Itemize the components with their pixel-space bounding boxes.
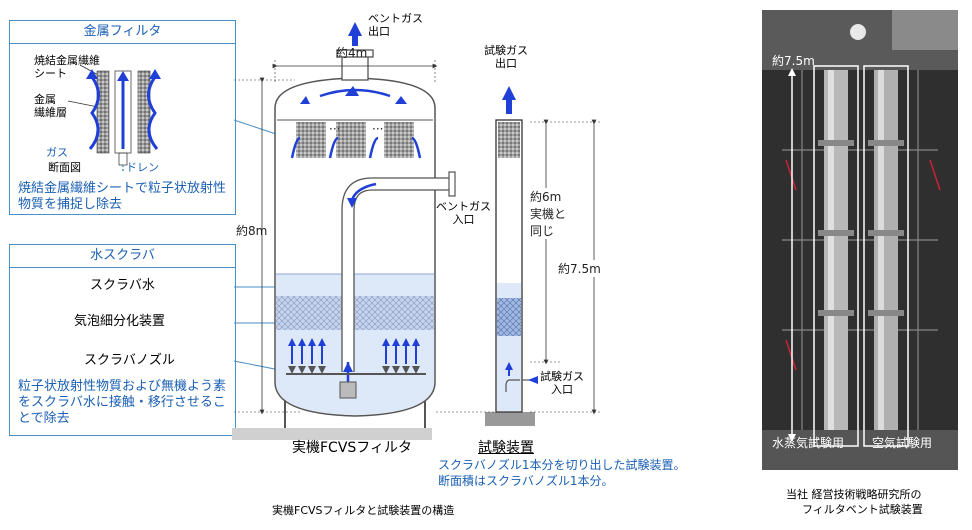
metal-filter-section-diagram xyxy=(67,64,161,173)
fcvs-diagram: ··· ··· xyxy=(232,22,600,440)
photo-air-label: 空気試験用 xyxy=(872,436,933,450)
sinter-sheet-label: 焼結金属繊維 シート xyxy=(34,54,100,80)
metal-filter-box: 金属フィルタ 焼結金属繊維 シート 金属 繊維層 ガス 断面図 ドレン 焼結金属… xyxy=(9,20,236,215)
metal-filter-title: 金属フィルタ xyxy=(10,21,235,44)
section-view-label: 断面図 xyxy=(48,161,81,174)
photo-caption-line2: フィルタベント試験装置 xyxy=(802,503,923,516)
scrubber-box: 水スクラバ スクラバ水 気泡細分化装置 スクラバノズル 粒子状放射性物質および無… xyxy=(9,244,236,436)
svg-text:···: ··· xyxy=(329,122,340,136)
test-device-title: 試験装置 xyxy=(478,440,534,456)
test-gas-outlet-label: 試験ガス 出口 xyxy=(484,44,528,70)
test-device-desc-line2: 断面積はスクラバノズル1本分。 xyxy=(438,474,614,488)
photo-height-label: 約7.5m xyxy=(772,54,815,68)
drain-label: ドレン xyxy=(126,161,159,174)
bubble-device-label: 気泡細分化装置 xyxy=(74,314,166,329)
scrubber-title: 水スクラバ xyxy=(10,245,235,268)
fcvs-caption: 実機FCVSフィルタ xyxy=(292,440,413,456)
scrubber-nozzle-label: スクラバノズル xyxy=(84,353,175,368)
fcvs-height-label: 約8m xyxy=(236,224,268,238)
scrubber-description: 粒子状放射性物質および無機よう素をスクラバ水に接触・移行させることで除去 xyxy=(18,379,227,426)
vent-gas-outlet-label: ベントガス 出口 xyxy=(368,12,423,38)
test-gas-inlet-label: 試験ガス 入口 xyxy=(540,370,584,396)
metal-filter-description: 焼結金属繊維シートで粒子状放射性物質を捕捉し除去 xyxy=(18,181,227,212)
photo-caption-line1: 当社 経営技術戦略研究所の xyxy=(786,488,922,501)
photo-illustration xyxy=(762,10,958,470)
test-device-desc-line1: スクラバノズル1本分を切り出した試験装置。 xyxy=(438,458,686,472)
test-height-label: 約7.5m xyxy=(558,260,601,277)
scrubber-water-label: スクラバ水 xyxy=(90,278,155,293)
fcvs-width-label: 約4m xyxy=(336,46,368,60)
gas-label: ガス xyxy=(46,146,68,159)
test-facility-photo: 約7.5m 水蒸気試験用 空気試験用 xyxy=(762,10,958,470)
figure-caption: 実機FCVSフィルタと試験装置の構造 xyxy=(272,504,455,517)
svg-text:···: ··· xyxy=(372,122,383,136)
photo-steam-label: 水蒸気試験用 xyxy=(772,436,845,450)
vent-gas-inlet-label: ベントガス 入口 xyxy=(436,200,491,226)
test-section-height-label: 約6m 実機と 同じ xyxy=(530,188,567,239)
metal-fiber-layer-label: 金属 繊維層 xyxy=(34,93,67,119)
